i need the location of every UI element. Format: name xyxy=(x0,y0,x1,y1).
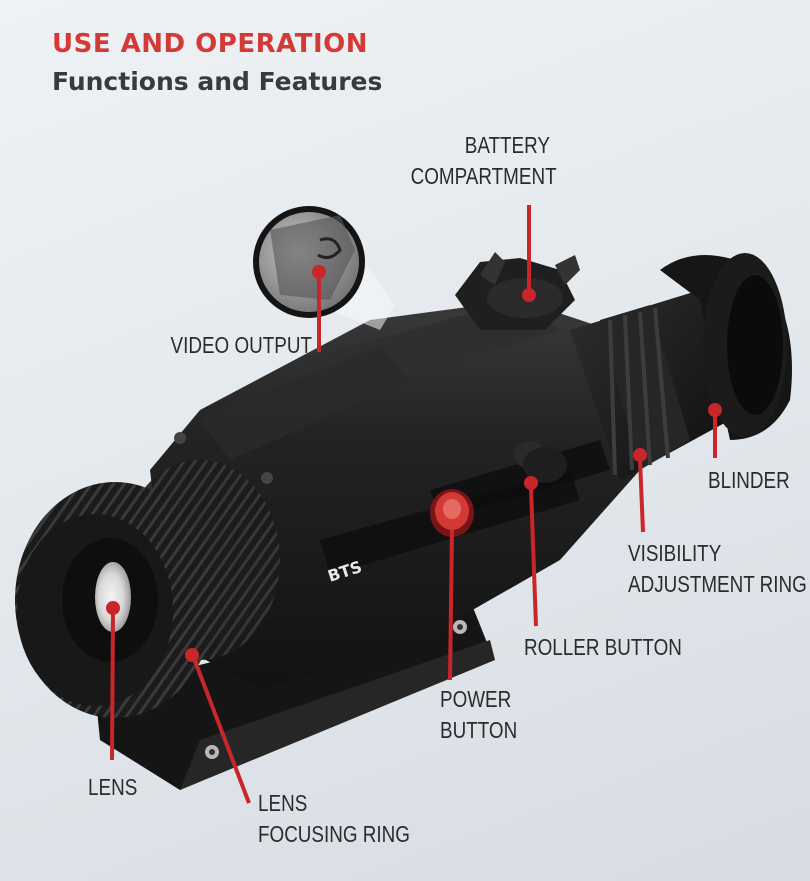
section-title: USE AND OPERATION xyxy=(52,29,368,59)
leader-lens-focusing-ring xyxy=(193,660,251,804)
label-roller-button: ROLLER BUTTON xyxy=(524,634,682,660)
label-battery-compartment: BATTERY COMPARTMENT xyxy=(410,132,557,189)
dot-roller-button xyxy=(524,476,538,490)
dot-lens xyxy=(106,601,120,615)
callout-leaders xyxy=(106,205,722,804)
leader-power-button xyxy=(448,529,454,681)
leader-roller-button xyxy=(529,487,538,627)
label-blinder: BLINDER xyxy=(708,467,790,493)
label-lens-focusing-ring: LENS FOCUSING RING xyxy=(258,790,410,847)
label-video-output: VIDEO OUTPUT xyxy=(170,332,312,358)
dot-battery-compartment xyxy=(522,288,536,302)
leader-visibility-ring xyxy=(638,458,645,533)
control-buttons xyxy=(430,441,567,537)
dot-video-output xyxy=(312,265,326,279)
label-visibility-adjustment-ring: VISIBILITY ADJUSTMENT RING xyxy=(628,540,807,597)
label-lens: LENS xyxy=(88,774,138,800)
dot-blinder xyxy=(708,403,722,417)
eyepiece-assembly xyxy=(570,253,792,480)
video-output-inset xyxy=(253,206,395,330)
leader-lens xyxy=(110,611,115,761)
dot-visibility-ring xyxy=(633,448,647,462)
dot-lens-focusing-ring xyxy=(185,648,199,662)
objective-lens-assembly xyxy=(15,460,280,718)
section-subtitle: Functions and Features xyxy=(52,67,383,96)
label-power-button: POWER BUTTON xyxy=(440,686,518,743)
